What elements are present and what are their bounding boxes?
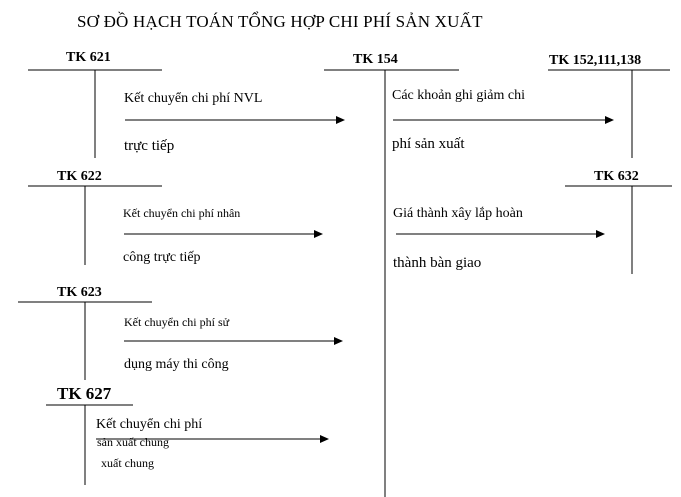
tk632-label: TK 632 — [594, 169, 639, 184]
tk152-label: TK 152,111,138 — [549, 53, 642, 68]
diagram-title: SƠ ĐỒ HẠCH TOÁN TỔNG HỢP CHI PHÍ SẢN XUẤ… — [77, 12, 483, 31]
flow-632-line2: thành bàn giao — [393, 255, 482, 271]
flow-621-line2: trực tiếp — [124, 138, 175, 154]
tk622-label: TK 622 — [57, 169, 102, 184]
flow-152-line2: phí sản xuất — [392, 136, 465, 152]
flow-627-line3: xuất chung — [101, 456, 154, 470]
flow-152-line1: Các khoản ghi giảm chi — [392, 88, 525, 103]
tk621-label: TK 621 — [66, 50, 111, 65]
flow-623-line1: Kết chuyển chi phí sử — [124, 315, 230, 329]
flow-622-line2: công trực tiếp — [123, 250, 201, 265]
flow-621-line1: Kết chuyển chi phí NVL — [124, 91, 263, 106]
flow-627-line1: Kết chuyển chi phí — [96, 417, 203, 432]
flow-632-line1: Giá thành xây lắp hoàn — [393, 206, 523, 221]
flow-627-line2: sản xuất chung — [97, 435, 169, 449]
flow-622-line1: Kết chuyển chi phí nhân — [123, 206, 241, 220]
tk627-label: TK 627 — [57, 384, 112, 403]
tk154-label: TK 154 — [353, 52, 398, 67]
tk623-label: TK 623 — [57, 285, 102, 300]
flow-623-line2: dụng máy thi công — [124, 357, 229, 372]
